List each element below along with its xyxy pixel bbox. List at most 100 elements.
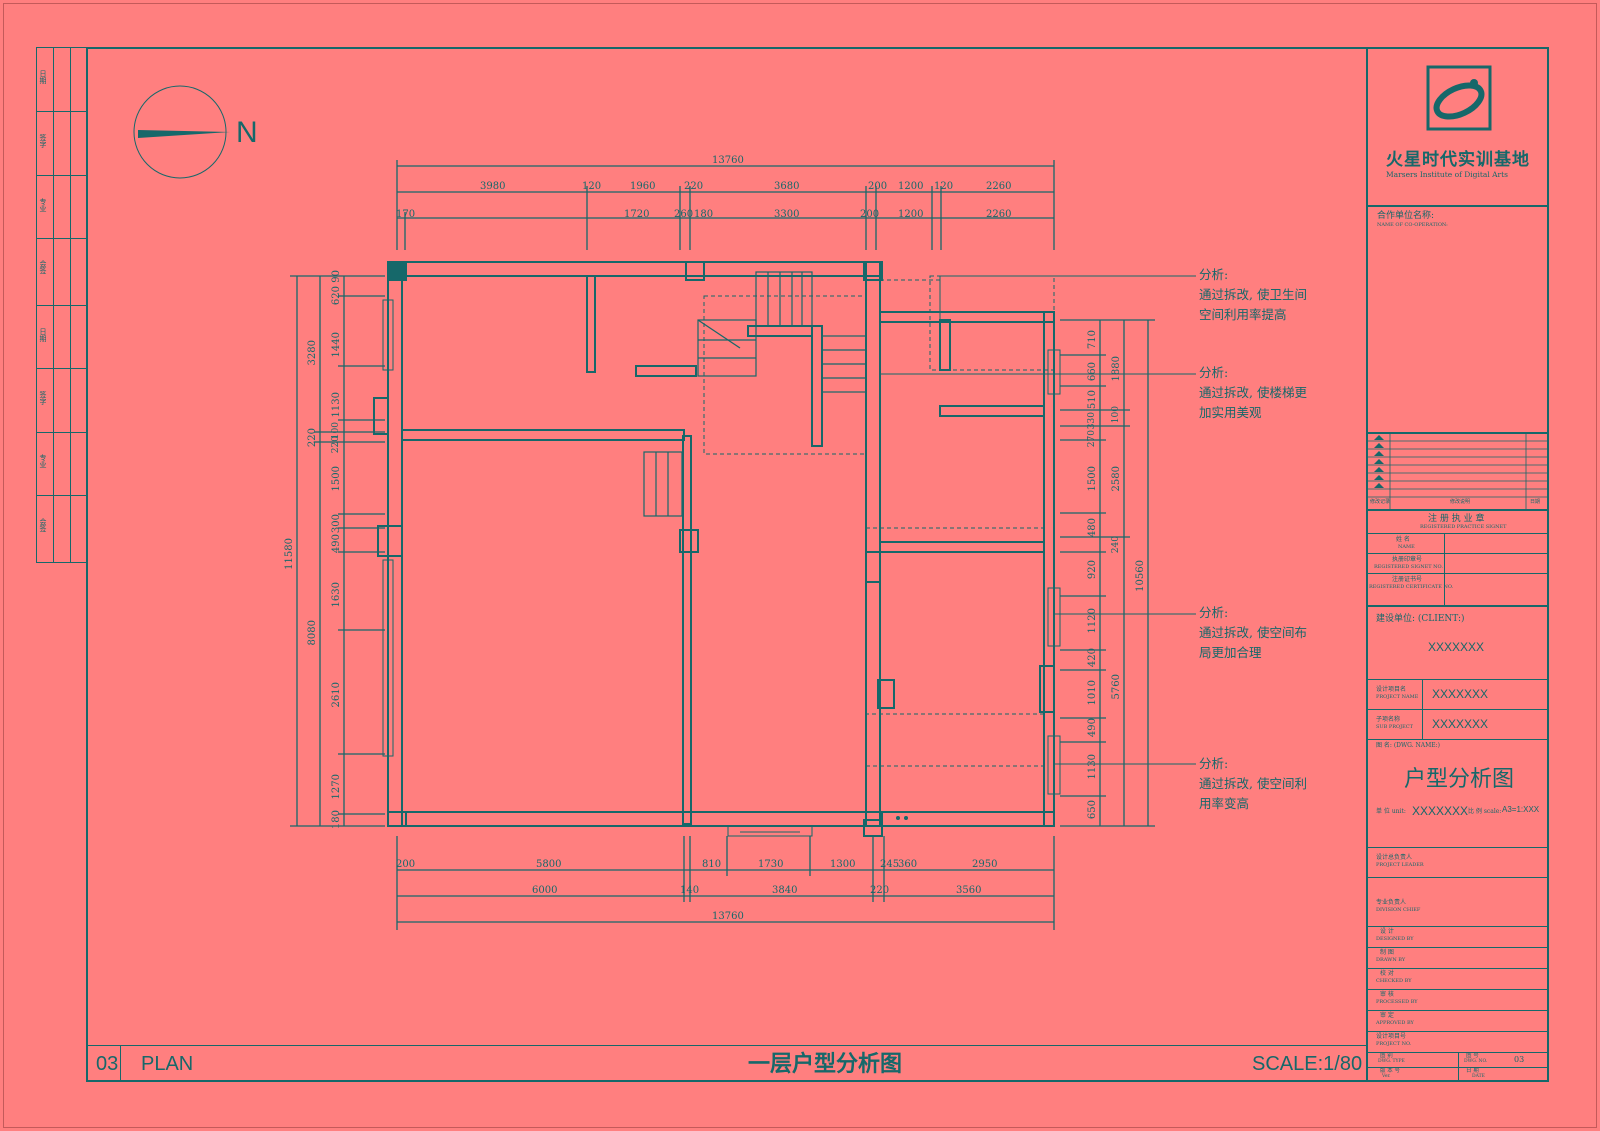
dwg-no-label-en: DWG. NO.	[1464, 1059, 1488, 1064]
strip-label: 日期	[39, 70, 47, 84]
dim-label: 220	[870, 885, 890, 896]
seal-title-en: REGISTERED PRACTICE SIGNET	[1420, 524, 1507, 530]
dim-label: 240	[1111, 536, 1121, 554]
annotation-head: 分析:	[1199, 365, 1229, 380]
dwg-type-label: 图 别	[1380, 1053, 1393, 1059]
role-label-en: PROJECT NO.	[1376, 1041, 1412, 1047]
company-name: 火星时代实训基地	[1386, 150, 1530, 170]
dwg-no-value: 03	[1514, 1055, 1525, 1064]
title-block: 火星时代实训基地 Marsers Institute of Digital Ar…	[1368, 47, 1549, 1082]
scale-value: A3=1:XXX	[1502, 805, 1540, 814]
dim-label: 90	[331, 270, 342, 283]
dim-label: 1730	[758, 859, 784, 870]
dim-label: 220	[331, 436, 341, 454]
revision-table: 修改记录 修改说明 日期	[1368, 433, 1549, 511]
cooperation-label: 合作单位名称:	[1377, 211, 1435, 221]
seal-title: 注 册 执 业 章	[1428, 514, 1485, 524]
dim-label: 220	[307, 428, 318, 448]
annotation-line: 通过拆改, 使楼梯更	[1199, 385, 1307, 400]
dim-label: 260	[674, 209, 694, 220]
dim-label: 5760	[1111, 674, 1122, 700]
dim-label: 810	[702, 859, 722, 870]
dim-label: 1010	[1087, 680, 1098, 706]
dim-label: 1130	[331, 392, 342, 418]
dim-label: 8080	[307, 620, 318, 646]
role-label-en: DESIGNED BY	[1376, 936, 1414, 942]
dim-label: 490	[331, 534, 342, 554]
role-label: 校 对	[1380, 970, 1394, 977]
dwg-no-label: 图 号	[1466, 1053, 1479, 1059]
annotation-line: 通过拆改, 使卫生间	[1199, 287, 1307, 302]
north-label: N	[236, 116, 258, 149]
project-value: XXXXXXX	[1432, 687, 1489, 701]
dim-label: 180	[331, 810, 342, 830]
date-label-en: DATE	[1472, 1074, 1485, 1079]
dwg-type-label-en: DWG. TYPE	[1378, 1059, 1405, 1064]
dim-label: 3300	[774, 209, 800, 220]
role-label-en: PROJECT LEADER	[1376, 862, 1424, 868]
drawing-title: 一层户型分析图	[748, 1051, 903, 1077]
dim-label: 1270	[331, 774, 342, 800]
dim-label: 2260	[986, 181, 1012, 192]
role-label: 制 图	[1380, 949, 1394, 956]
dim-label: 660	[1087, 362, 1098, 382]
drawing-frame	[86, 47, 1549, 1082]
signet-no-label-en: REGISTERED SIGNET NO.	[1374, 564, 1443, 570]
annotation-stairs: 分析: 通过拆改, 使楼梯更 加实用美观	[1199, 363, 1307, 423]
annotation-line: 局更加合理	[1199, 645, 1262, 660]
role-label: 审 核	[1380, 991, 1394, 998]
dim-label: 510	[1087, 390, 1098, 410]
revision-desc-label: 修改说明	[1450, 499, 1471, 505]
dim-label: 140	[680, 885, 700, 896]
dim-label: 1500	[1087, 466, 1098, 492]
drawing-scale: SCALE:1/80	[1252, 1053, 1363, 1075]
drawing-name-label: 图 名: (DWG. NAME:)	[1376, 742, 1441, 749]
dim-label: 100	[1111, 406, 1121, 424]
dim-label: 920	[1087, 560, 1098, 580]
client-label: 建设单位: (CLIENT:)	[1376, 614, 1465, 624]
dim-label: 3280	[307, 340, 318, 366]
dim-label: 1200	[898, 209, 924, 220]
dim-label: 480	[1087, 518, 1098, 538]
dim-label: 1130	[1087, 754, 1098, 780]
dim-label: 3560	[956, 885, 982, 896]
floor-plan	[290, 160, 1196, 930]
dim-label: 420	[1087, 648, 1098, 668]
dim-label: 620	[331, 286, 342, 306]
dim-label: 2610	[331, 682, 342, 708]
role-label: 专业负责人	[1376, 899, 1407, 906]
name-label: 姓 名	[1396, 536, 1410, 543]
annotation-head: 分析:	[1199, 756, 1229, 771]
cert-no-label: 注册证书号	[1392, 576, 1423, 583]
registration-section: 注 册 执 业 章 REGISTERED PRACTICE SIGNET 姓 名…	[1368, 511, 1549, 607]
scale-label: 比 例 scale:	[1468, 808, 1502, 815]
version-label: 版 本 号	[1380, 1068, 1400, 1074]
sub-project-value: XXXXXXX	[1432, 717, 1489, 731]
annotation-line: 用率变高	[1199, 796, 1250, 811]
strip-label: 签字	[39, 391, 47, 405]
sign-off-strip: 日期 签字 专业 会签 日期 签字 专业 会签	[36, 47, 87, 563]
role-label-en: APPROVED BY	[1376, 1020, 1414, 1026]
company-name-en: Marsers Institute of Digital Arts	[1386, 170, 1508, 179]
dim-label: 200	[396, 859, 416, 870]
dim-label: 11580	[284, 538, 295, 570]
dim-label: 200	[860, 209, 880, 220]
dim-label: 330	[1087, 412, 1097, 430]
bottom-bar-divider	[86, 1045, 1367, 1046]
client-section: 建设单位: (CLIENT:) XXXXXXX	[1368, 607, 1549, 680]
date-label: 日 期	[1466, 1068, 1479, 1074]
sub-project-row: 子项名称 SUB PROJECT XXXXXXX	[1368, 709, 1549, 740]
cooperation-section: 合作单位名称: NAME OF CO-OPERATION:	[1368, 205, 1549, 434]
roles-section: 设计总负责人 PROJECT LEADER 专业负责人 DIVISION CHI…	[1368, 847, 1549, 1082]
annotation-layout: 分析: 通过拆改, 使空间布 局更加合理	[1199, 603, 1307, 663]
dim-label: 650	[1087, 800, 1098, 820]
dim-label: 1500	[331, 466, 342, 492]
annotation-bathroom: 分析: 通过拆改, 使卫生间 空间利用率提高	[1199, 265, 1307, 325]
annotation-head: 分析:	[1199, 605, 1229, 620]
dim-label: 300	[331, 514, 342, 534]
dim-label: 2260	[986, 209, 1012, 220]
project-label-en: PROJECT NAME	[1376, 694, 1419, 700]
client-value: XXXXXXX	[1428, 640, 1485, 654]
dim-label: 13760	[712, 155, 744, 166]
dim-label: 120	[934, 181, 954, 192]
